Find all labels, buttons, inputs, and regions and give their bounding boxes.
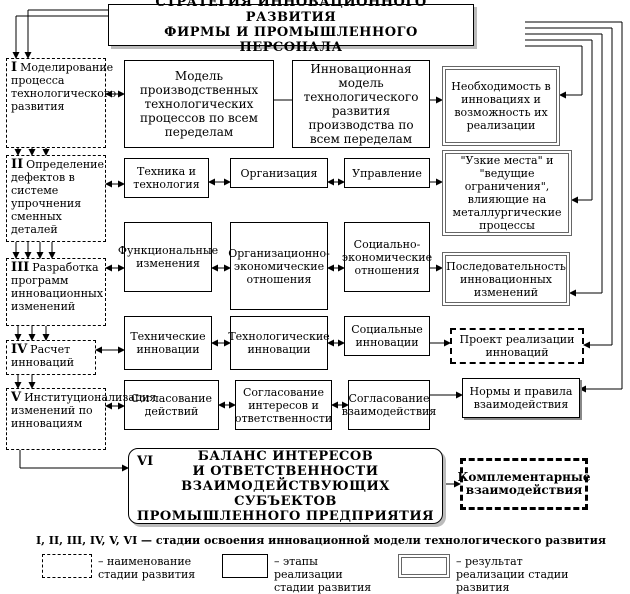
row3-step1: Функциональные изменения [118, 222, 218, 292]
row4-result: Проект реализации инноваций [450, 328, 584, 364]
stage-1-number: I [11, 60, 18, 75]
stage-2-text: Определение дефектов в системе упрочнени… [11, 158, 105, 236]
row4-step2: Технологические инновации [228, 316, 330, 370]
row2-step1: Техника и технология [124, 158, 209, 198]
balance-line1: БАЛАНС ИНТЕРЕСОВ [197, 448, 374, 464]
balance-line2: И ОТВЕТСТВЕННОСТИ [192, 463, 379, 479]
row2-step2: Организация [230, 158, 328, 188]
strategy-title-line1: СТРАТЕГИЯ ИННОВАЦИОННОГО РАЗВИТИЯ [155, 0, 427, 25]
row5-step2: Согласование интересов и ответственности [235, 380, 332, 430]
row2-result: "Узкие места" и "ведущие ограничения", в… [442, 150, 572, 236]
balance-line3: ВЗАИМОДЕЙСТВУЮЩИХ СУБЪЕКТОВ [181, 478, 390, 509]
legend-caption: I, II, III, IV, V, VI — стадии освоения … [36, 534, 606, 547]
row4-step3: Социальные инновации [344, 316, 430, 356]
balance-box: VI БАЛАНС ИНТЕРЕСОВ И ОТВЕТСТВЕННОСТИ ВЗ… [128, 448, 443, 524]
row3-step2: Организационно-экономические отношения [228, 222, 330, 310]
stage-6-number: VI [137, 454, 154, 469]
stage-1-text: Моделирование процесса технологического … [11, 61, 117, 113]
row3-result: Последовательность инновационных изменен… [442, 252, 570, 306]
legend-double-swatch [398, 554, 450, 578]
row4-step1: Технические инновации [124, 316, 212, 370]
row5-step1: Согласование действий [124, 380, 219, 430]
strategy-title-line2: ФИРМЫ И ПРОМЫШЛЕННОГО ПЕРСОНАЛА [164, 25, 418, 55]
stage-4-number: IV [11, 342, 28, 357]
strategy-title: СТРАТЕГИЯ ИННОВАЦИОННОГО РАЗВИТИЯ ФИРМЫ … [108, 0, 474, 55]
stage-5-text: Институционализация изменений по инновац… [11, 391, 157, 430]
row2-step3: Управление [344, 158, 430, 188]
stage-4-text: Расчет инноваций [11, 343, 75, 369]
legend-dashed-text: – наименование стадии развития [98, 555, 196, 581]
stage-3-text: Разработка программ инновационных измене… [11, 261, 104, 313]
stage-5-number: V [11, 390, 22, 405]
row5-result: Нормы и правила взаимодействия [462, 378, 580, 418]
row1-result: Необходимость в инновациях и возможность… [442, 66, 560, 146]
balance-line4: ПРОМЫШЛЕННОГО ПРЕДПРИЯТИЯ [136, 508, 435, 524]
legend-solid-text: – этапы реализации стадии развития [274, 555, 372, 594]
legend-double-text: – результат реализации стадии развития [456, 555, 569, 594]
final-result: Комплементарные взаимодействия [457, 458, 591, 510]
row5-step3: Согласование взаимодействия [342, 380, 436, 430]
row3-step3: Социально-экономические отношения [342, 222, 432, 292]
legend-solid-swatch [222, 554, 268, 578]
stage-2-number: II [11, 157, 24, 172]
row1-step1: Модель производственных технологических … [124, 60, 274, 148]
stage-3-number: III [11, 260, 30, 275]
row1-step2: Инновационная модель технологического ра… [292, 60, 430, 148]
legend-dashed-swatch [42, 554, 92, 578]
